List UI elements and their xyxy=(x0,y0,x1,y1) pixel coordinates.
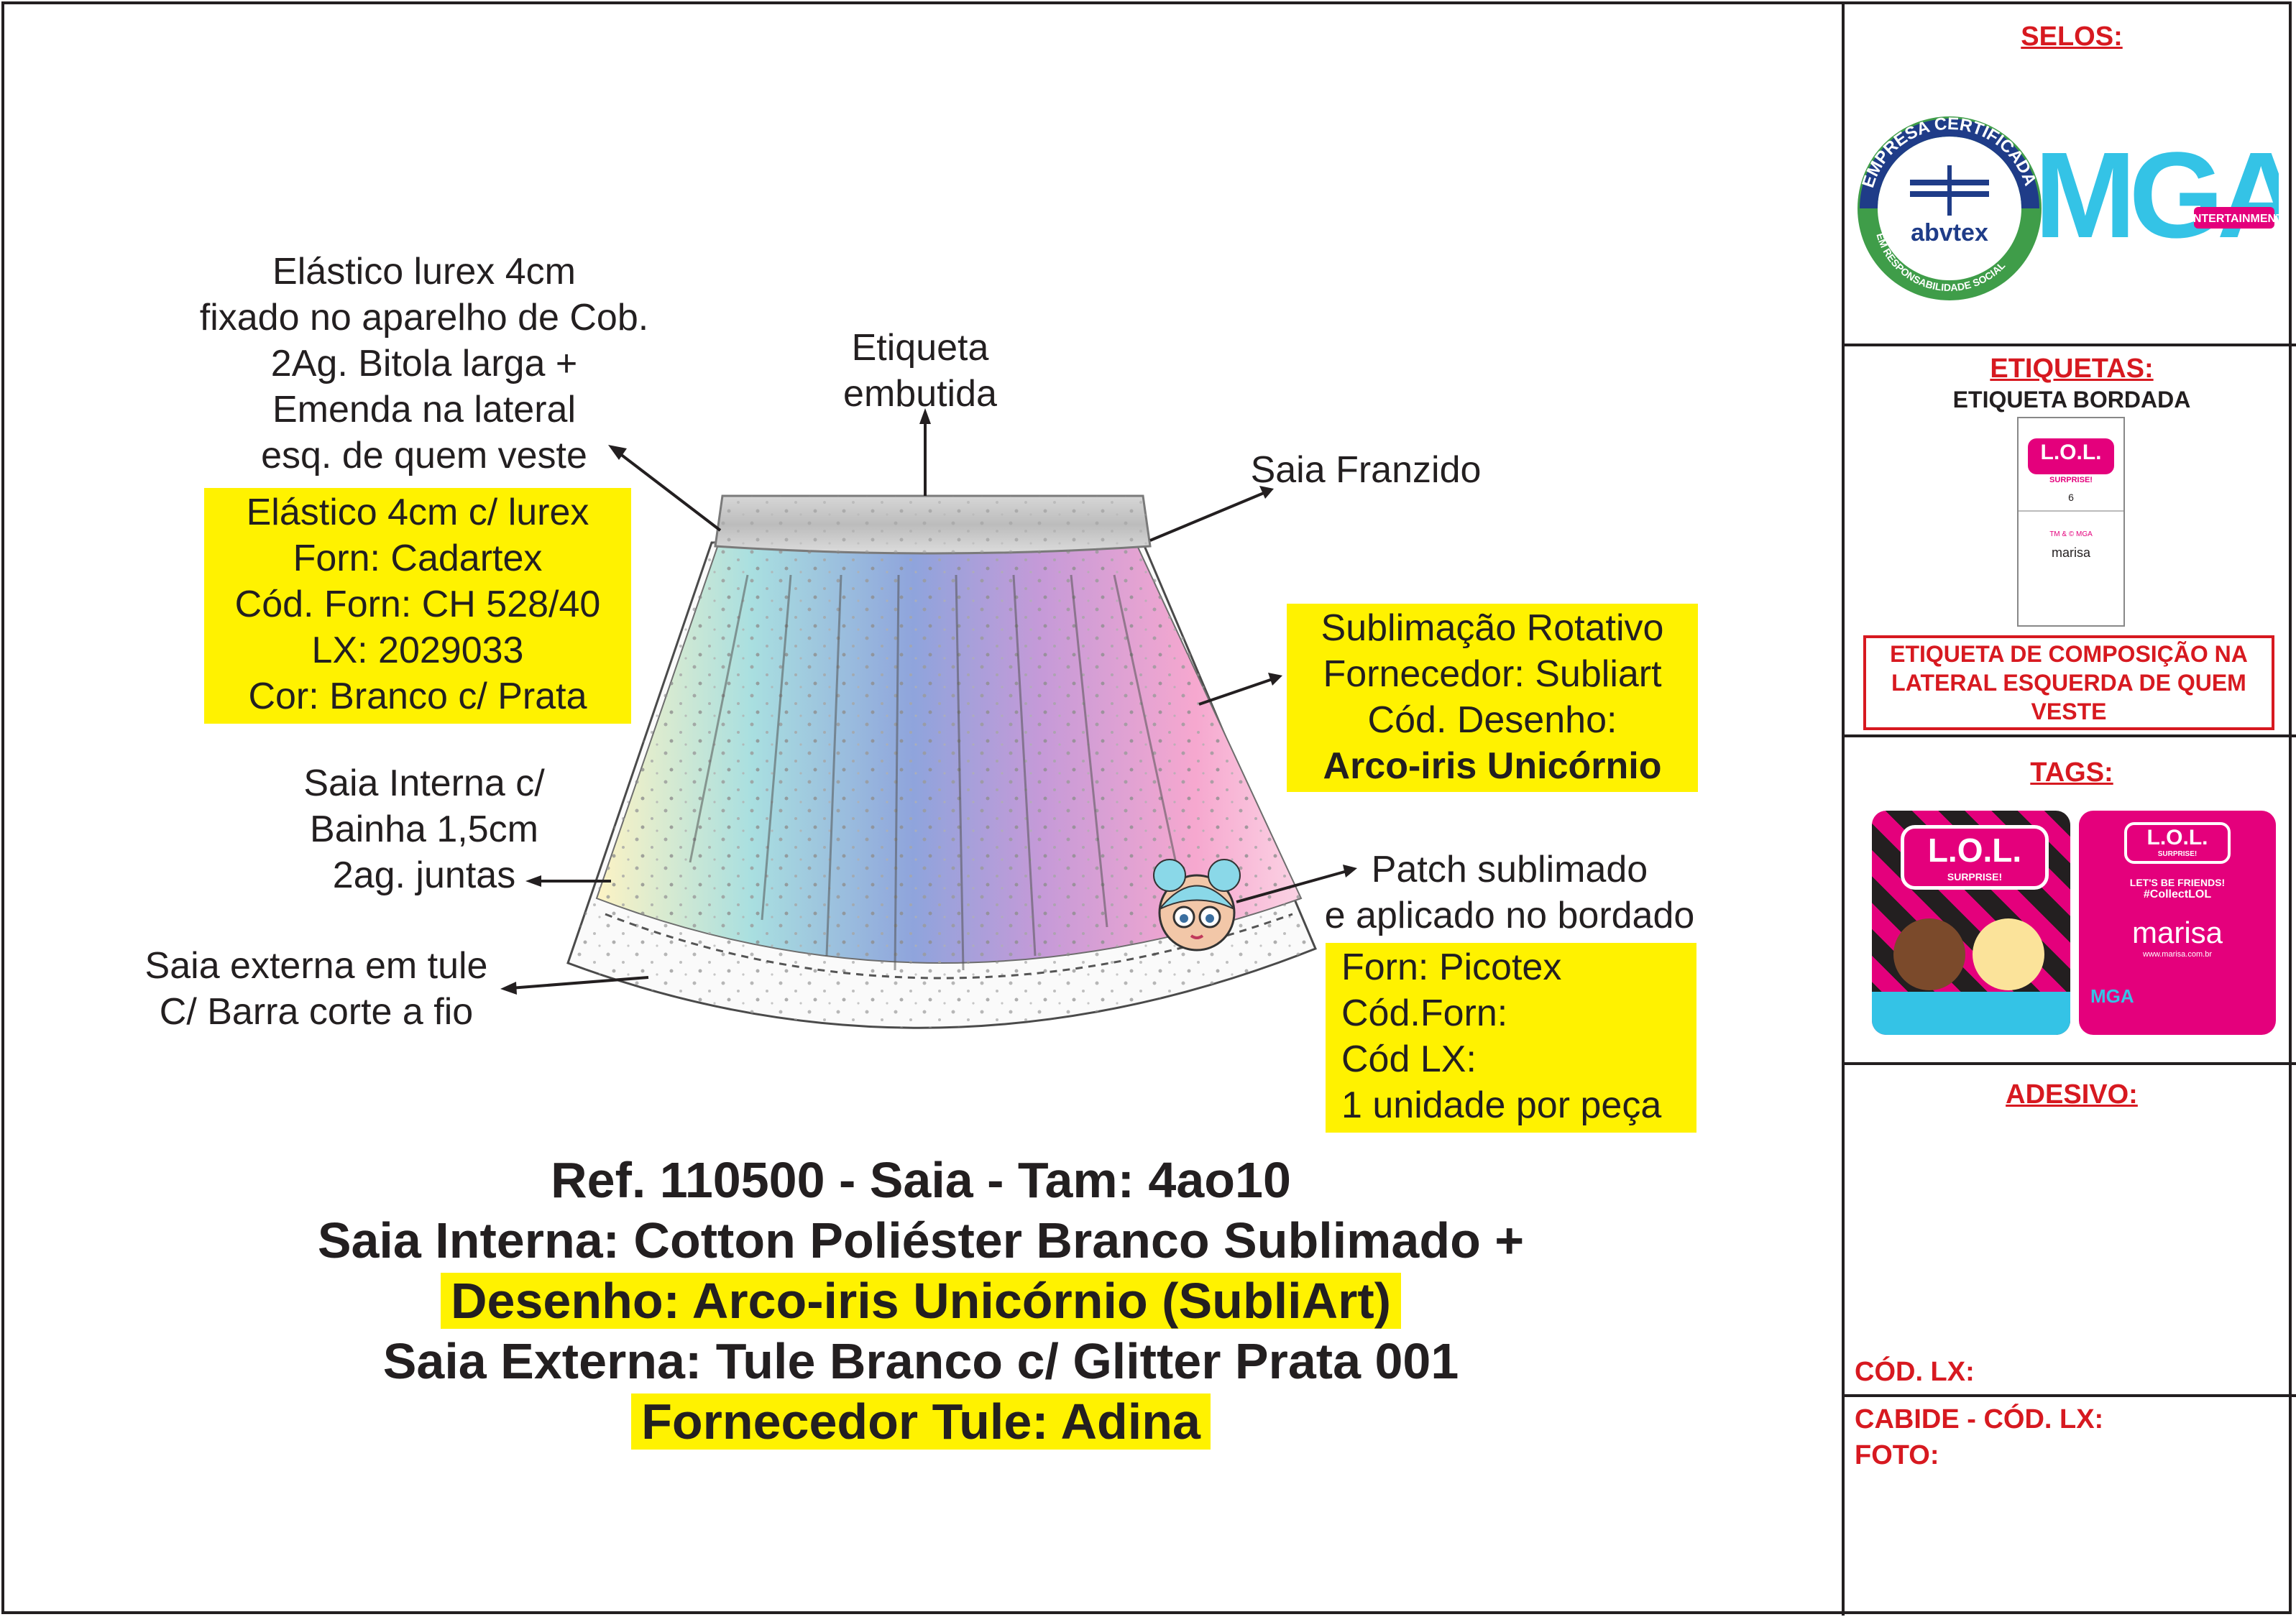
doll-icon xyxy=(1893,918,1965,990)
sidebar-row-divider xyxy=(1842,1394,2296,1397)
sublimation-spec-box: Sublimação Rotativo Fornecedor: Subliart… xyxy=(1287,604,1698,792)
label-note: Etiqueta embutida xyxy=(843,327,997,415)
tags-title: TAGS: xyxy=(2030,757,2113,788)
skirt-illustration xyxy=(500,408,1357,1029)
hanger-code-label: CABIDE - CÓD. LX: xyxy=(1855,1404,2104,1434)
seals-title: SELOS: xyxy=(2021,22,2123,52)
sidebar-divider xyxy=(1842,1,1845,1616)
labels-subtitle: ETIQUETA BORDADA xyxy=(1952,387,2191,413)
doll-icon xyxy=(1973,918,2044,990)
inner-fabric-line: Saia Interna: Cotton Poliéster Branco Su… xyxy=(317,1212,1525,1268)
outer-fabric-line: Saia Externa: Tule Branco c/ Glitter Pra… xyxy=(382,1333,1459,1389)
sidebar-row-divider xyxy=(1842,734,2296,737)
composition-label-note: ETIQUETA DE COMPOSIÇÃO NA LATERAL ESQUER… xyxy=(1863,635,2274,730)
patch-spec-box: Forn: Picotex Cód.Forn: Cód LX: 1 unidad… xyxy=(1326,943,1696,1133)
outer-skirt-note: Saia externa em tule C/ Barra corte a fi… xyxy=(144,945,488,1033)
tulle-supplier-line: Fornecedor Tule: Adina xyxy=(631,1393,1211,1450)
tag-back: L.O.L. SURPRISE! LET'S BE FRIENDS! #Coll… xyxy=(2079,811,2276,1035)
photo-label: FOTO: xyxy=(1855,1440,1939,1470)
tag-front: L.O.L. SURPRISE! xyxy=(1872,811,2070,1035)
sidebar-row-divider xyxy=(1842,344,2296,346)
elastic-spec-box: Elástico 4cm c/ lurex Forn: Cadartex Cód… xyxy=(204,488,631,724)
abvtex-seal: EMPRESA CERTIFICADA EM RESPONSABILIDADE … xyxy=(1858,114,2042,300)
sidebar-row-divider xyxy=(1842,1062,2296,1065)
sticker-title: ADESIVO: xyxy=(2006,1079,2138,1110)
mga-logo: MGA ENTERTAINMENT xyxy=(2034,127,2279,264)
woven-label: L.O.L. SURPRISE! 6 TM & © MGA marisa xyxy=(2017,417,2125,627)
elastic-note: Elástico lurex 4cm fixado no aparelho de… xyxy=(199,251,649,476)
inner-skirt-note: Saia Interna c/ Bainha 1,5cm 2ag. juntas xyxy=(303,763,545,896)
lol-logo: L.O.L. xyxy=(2028,438,2114,474)
svg-text:ENTERTAINMENT: ENTERTAINMENT xyxy=(2185,213,2279,225)
reference-line: Ref. 110500 - Saia - Tam: 4ao10 xyxy=(551,1152,1291,1208)
code-lx-label: CÓD. LX: xyxy=(1855,1357,1975,1387)
labels-title: ETIQUETAS: xyxy=(1990,354,2154,384)
svg-text:abvtex: abvtex xyxy=(1911,219,1988,247)
patch-note: Patch sublimado e aplicado no bordado xyxy=(1324,849,1695,936)
product-description: Ref. 110500 - Saia - Tam: 4ao10 Saia Int… xyxy=(0,1150,1842,1452)
design-line: Desenho: Arco-iris Unicórnio (SubliArt) xyxy=(440,1273,1402,1329)
gathered-skirt-note: Saia Franzido xyxy=(1250,449,1482,491)
doll-patch xyxy=(1153,859,1241,952)
svg-text:MGA: MGA xyxy=(2034,127,2279,264)
